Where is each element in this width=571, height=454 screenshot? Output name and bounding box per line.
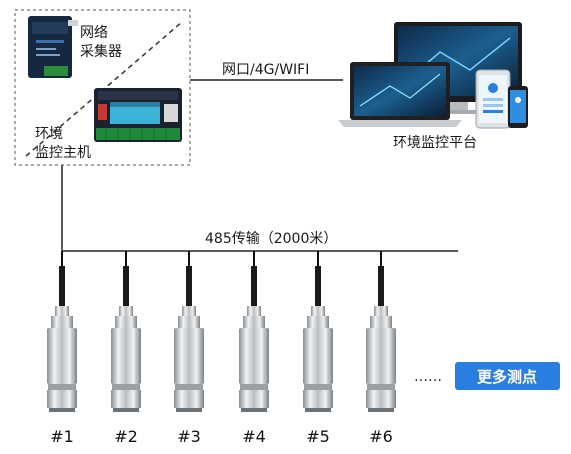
- sensor-probe-1: [47, 251, 77, 412]
- gateway-box: [14, 9, 191, 166]
- more-points-button[interactable]: 更多测点: [455, 362, 560, 390]
- sensor-label-6: #6: [369, 427, 393, 446]
- monitoring-platform-devices: [338, 22, 528, 129]
- sensor-probe-5: [303, 251, 333, 412]
- collector-label-line1: 网络: [80, 25, 108, 41]
- platform-label: 环境监控平台: [393, 135, 477, 151]
- sensor-label-5: #5: [306, 427, 330, 446]
- sensor-label-2: #2: [114, 427, 138, 446]
- sensor-probe-6: [366, 251, 396, 412]
- more-points-label: 更多测点: [477, 368, 537, 386]
- sensor-probe-2: [111, 251, 141, 412]
- sensor-label-3: #3: [177, 427, 201, 446]
- link-label: 网口/4G/WIFI: [222, 62, 309, 78]
- sensor-label-1: #1: [50, 427, 74, 446]
- sensor-probe-4: [239, 251, 269, 412]
- sensor-probe-3: [174, 251, 204, 412]
- more-ellipsis: ……: [414, 369, 442, 385]
- host-label-line1: 环境: [35, 126, 63, 142]
- host-label-line2: 监控主机: [35, 145, 91, 161]
- collector-label-line2: 采集器: [80, 43, 122, 60]
- bus-label: 485传输（2000米）: [205, 231, 337, 247]
- network-collector-device: [28, 16, 78, 78]
- sensor-label-4: #4: [242, 427, 266, 446]
- monitoring-host-device: [94, 88, 182, 142]
